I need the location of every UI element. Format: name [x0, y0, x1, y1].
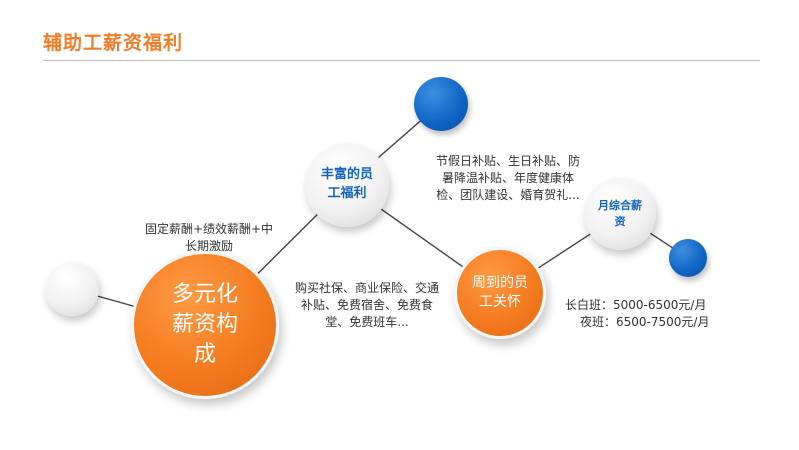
- node-monthly-salary-label: 月综合薪资: [598, 199, 642, 228]
- page-title: 辅助工薪资福利: [43, 32, 184, 54]
- node-employee-welfare-label: 丰富的员工福利: [320, 167, 373, 201]
- node-salary-structure: 多元化薪资构成: [131, 251, 279, 399]
- node-employee-care: 周到的员工关怀: [454, 247, 546, 339]
- decor-blue-circle-right: [669, 239, 707, 277]
- salary-night-shift: 夜班：6500-7500元/月: [580, 315, 710, 329]
- node-employee-welfare: 丰富的员工福利: [305, 143, 389, 227]
- decor-grey-circle-left: [45, 262, 99, 316]
- node-employee-care-label: 周到的员工关怀: [472, 275, 528, 310]
- node-salary-structure-label: 多元化薪资构成: [171, 282, 238, 367]
- decor-blue-circle-top: [414, 77, 468, 131]
- subsidy-benefits-description: 节假日补贴、生日补贴、防暑降温补贴、年度健康体检、团队建设、婚育贺礼...: [436, 154, 581, 202]
- salary-day-shift: 长白班：5000-6500元/月: [565, 298, 707, 312]
- insurance-benefits-description: 购买社保、商业保险、交通补贴、免费宿舍、免费食堂、免费班车...: [295, 281, 440, 329]
- title-divider: [43, 60, 760, 61]
- node-monthly-salary: 月综合薪资: [584, 178, 656, 250]
- salary-structure-description: 固定薪酬+绩效薪酬+中长期激励: [144, 222, 274, 253]
